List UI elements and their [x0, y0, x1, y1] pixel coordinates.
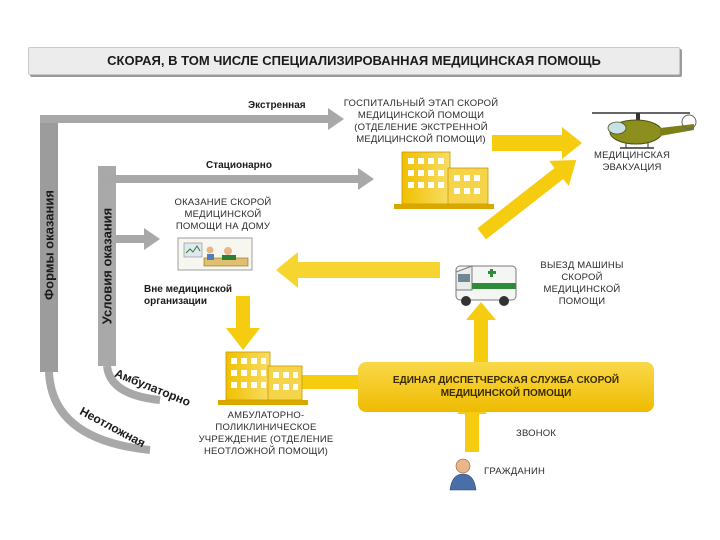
hospital-stage-line3: (ОТДЕЛЕНИЕ ЭКСТРЕННОЙ [354, 122, 488, 133]
hospital-building-icon [394, 151, 494, 209]
outpatient-inst-line1: АМБУЛАТОРНО- [227, 410, 305, 421]
ambulance-trip-line3: МЕДИЦИНСКОЙ [543, 284, 621, 295]
outpatient-inst-line2: ПОЛИКЛИНИЧЕСКОЕ [215, 422, 317, 433]
ambulatory-curve [103, 365, 161, 404]
outpatient-building-icon [218, 351, 308, 405]
dispatch-box [358, 362, 654, 412]
page-title: СКОРАЯ, В ТОМ ЧИСЛЕ СПЕЦИАЛИЗИРОВАННАЯ М… [28, 47, 680, 75]
outside-org-line1: Вне медицинской [144, 284, 233, 295]
home-down-arrow [226, 296, 260, 350]
ambulance-trip-line1: ВЫЕЗД МАШИНЫ [540, 260, 624, 271]
home-arrow [116, 228, 160, 250]
ambulance-icon [455, 265, 517, 306]
emergency-arrow [40, 108, 344, 130]
hospital-stage-line1: ГОСПИТАЛЬНЫЙ ЭТАП СКОРОЙ [343, 98, 499, 109]
dispatch-up-arrow [466, 302, 496, 362]
home-care-icon [177, 237, 253, 271]
home-big-arrow [276, 252, 440, 288]
home-care-line3: ПОМОЩИ НА ДОМУ [175, 221, 271, 232]
call-label: ЗВОНОК [516, 428, 557, 439]
outpatient-inst-line3: УЧРЕЖДЕНИЕ (ОТДЕЛЕНИЕ [198, 434, 334, 445]
emergency-label: Экстренная [248, 100, 306, 111]
hospital-stage-line4: МЕДИЦИНСКОЙ ПОМОЩИ) [356, 134, 486, 145]
dispatch-line1: ЕДИНАЯ ДИСПЕТЧЕРСКАЯ СЛУЖБА СКОРОЙ [392, 375, 620, 386]
outpatient-inst-line4: НЕОТЛОЖНОЙ ПОМОЩИ) [203, 446, 329, 457]
outpatient-inst-text: АМБУЛАТОРНО- ПОЛИКЛИНИЧЕСКОЕ УЧРЕЖДЕНИЕ … [196, 410, 336, 458]
evac-h-arrow [492, 127, 582, 159]
home-care-text: ОКАЗАНИЕ СКОРОЙ МЕДИЦИНСКОЙ ПОМОЩИ НА ДО… [168, 197, 278, 233]
evacuation-line2: ЭВАКУАЦИЯ [602, 162, 662, 173]
ambulance-trip-line2: СКОРОЙ [561, 272, 603, 283]
ambulance-trip-text: ВЫЕЗД МАШИНЫ СКОРОЙ МЕДИЦИНСКОЙ ПОМОЩИ [532, 260, 632, 308]
outside-org-line2: организации [144, 296, 207, 307]
ambulance-trip-line4: ПОМОЩИ [558, 296, 606, 307]
home-care-line2: МЕДИЦИНСКОЙ [184, 209, 262, 220]
hospital-diag-arrow [477, 159, 577, 240]
hospital-stage-line2: МЕДИЦИНСКОЙ ПОМОЩИ [357, 110, 485, 121]
conditions-bar: Условия оказания [98, 166, 116, 366]
dispatch-line2: МЕДИЦИНСКОЙ ПОМОЩИ [440, 388, 572, 399]
citizens-label: ГРАЖДАНИН [484, 466, 546, 477]
inpatient-label: Стационарно [206, 160, 272, 171]
inpatient-arrow [98, 168, 374, 190]
urgent-curve [45, 371, 151, 454]
evacuation-text: МЕДИЦИНСКАЯ ЭВАКУАЦИЯ [582, 150, 682, 174]
dispatch-text: ЕДИНАЯ ДИСПЕТЧЕРСКАЯ СЛУЖБА СКОРОЙ МЕДИЦ… [358, 374, 654, 400]
hospital-stage-text: ГОСПИТАЛЬНЫЙ ЭТАП СКОРОЙ МЕДИЦИНСКОЙ ПОМ… [336, 98, 506, 146]
helicopter-icon [592, 112, 697, 149]
evacuation-line1: МЕДИЦИНСКАЯ [593, 150, 671, 161]
home-care-line1: ОКАЗАНИЕ СКОРОЙ [174, 197, 272, 208]
forms-bar: Формы оказания [40, 118, 58, 372]
outside-org-label: Вне медицинской организации [144, 284, 232, 308]
citizen-icon [449, 458, 477, 491]
